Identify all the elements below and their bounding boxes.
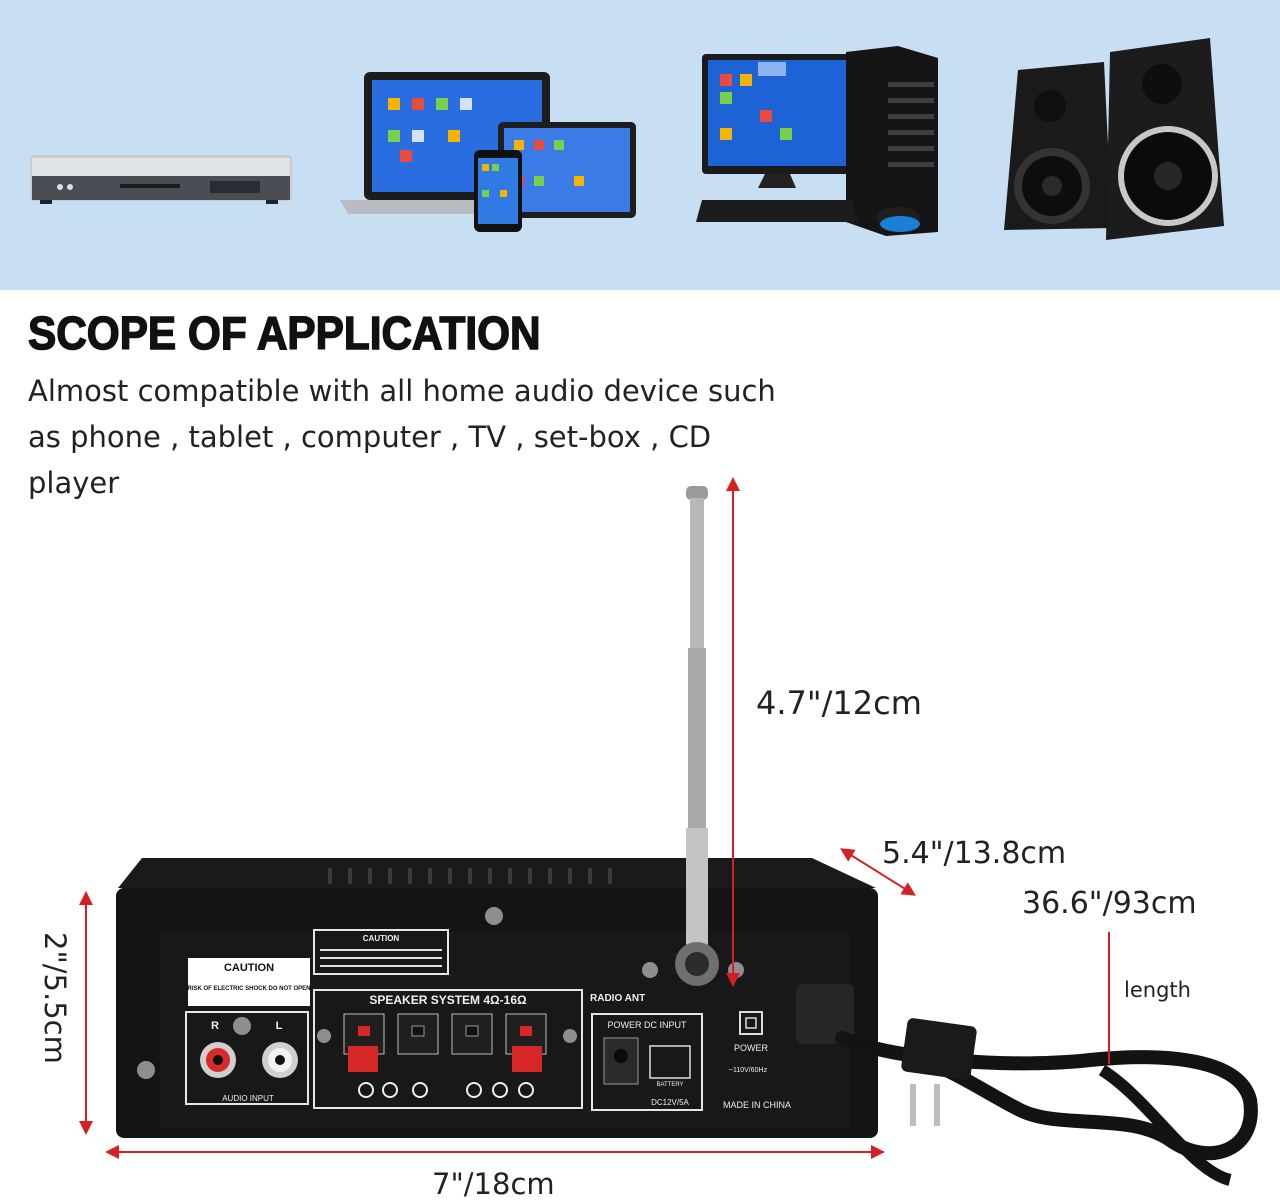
audio-input-label: AUDIO INPUT — [222, 1094, 274, 1103]
cord-dimension: 36.6"/93cm — [1022, 886, 1197, 921]
r-label: R — [211, 1020, 219, 1032]
tablet-icon — [498, 122, 636, 218]
antenna-rod — [690, 498, 704, 648]
l-label: L — [276, 1020, 283, 1032]
depth-dimension: 5.4"/13.8cm — [882, 836, 1067, 871]
caution-text: RISK OF ELECTRIC SHOCK DO NOT OPEN — [187, 986, 310, 992]
vent-slots — [328, 868, 612, 884]
caution-top-label: CAUTION — [363, 934, 400, 943]
amplifier-top — [118, 858, 876, 888]
page-title: SCOPE OF APPLICATION — [27, 306, 541, 360]
device-banner — [0, 0, 1280, 290]
power-icon — [739, 1011, 763, 1035]
audio-input-box — [185, 1011, 309, 1105]
cord-length-label: length — [1124, 978, 1191, 1002]
amplifier-illustration: CAUTION CAUTION RISK OF ELECTRIC SHOCK D… — [79, 477, 1258, 1186]
device-illustrations — [30, 38, 1224, 240]
dvd-player-icon — [30, 155, 292, 204]
caution-box — [188, 958, 310, 1006]
speaker-system-box — [313, 989, 583, 1109]
made-in-label: MADE IN CHINA — [723, 1100, 791, 1110]
description: Almost compatible with all home audio de… — [28, 368, 808, 506]
description-line-1: Almost compatible with all home audio de… — [28, 374, 776, 408]
speaker-terminals — [343, 1013, 547, 1072]
voltage-label: ~110V/60Hz — [729, 1067, 768, 1074]
depth-line — [840, 848, 916, 896]
description-line-2: as phone , tablet , computer , TV , set-… — [28, 420, 712, 500]
caution-label: CAUTION — [224, 962, 274, 974]
speakers-icon — [1004, 38, 1224, 240]
power-dc-input-box — [591, 1013, 703, 1111]
power-label: POWER — [734, 1043, 769, 1053]
power-cord — [796, 984, 1258, 1186]
antenna-tip — [686, 486, 708, 500]
power-dc-input-label: POWER DC INPUT — [607, 1020, 687, 1030]
radio-ant-label: RADIO ANT — [590, 993, 645, 1004]
antenna-dimension: 4.7"/12cm — [756, 684, 922, 722]
speaker-system-label: SPEAKER SYSTEM 4Ω-16Ω — [369, 993, 527, 1007]
height-dimension: 2"/5.5cm — [38, 932, 72, 1064]
phone-icon — [474, 150, 522, 232]
width-dimension: 7"/18cm — [432, 1167, 555, 1201]
dc-rating-label: DC12V/5A — [651, 1098, 689, 1107]
battery-label: BATTERY — [656, 1082, 683, 1088]
desktop-computer-icon — [696, 46, 938, 236]
